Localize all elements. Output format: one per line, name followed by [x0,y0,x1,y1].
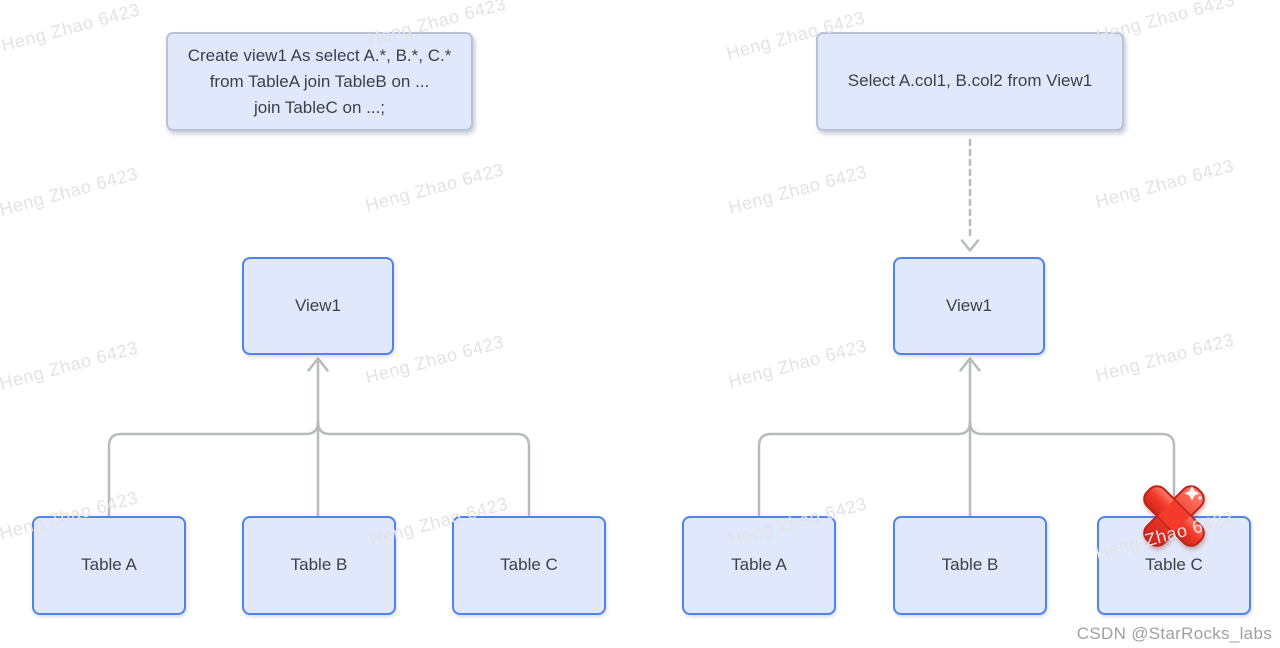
right-up-arrowhead [959,357,981,372]
left-tablea-to-view-line [107,420,320,518]
left-view1-label: View1 [295,295,341,315]
right-view1-node: View1 [893,257,1045,355]
right-view1-label: View1 [946,295,992,315]
right-table-b-label: Table B [941,555,999,575]
sql-line-1: Create view1 As select A.*, B.*, C.* [187,45,452,65]
create-view-sql-box: Create view1 As select A.*, B.*, C.* fro… [166,32,473,131]
left-table-b-label: Table B [290,555,348,575]
select-query-text: Select A.col1, B.col2 from View1 [847,71,1093,91]
create-view-sql-text: Create view1 As select A.*, B.*, C.* fro… [188,43,452,121]
right-tablea-to-view-line [757,420,972,518]
right-tablec-to-view-line [968,420,1176,518]
left-table-a-label: Table A [81,555,137,575]
right-table-c-label: Table C [1145,555,1203,575]
sql-line-3: join TableC on ...; [253,97,386,117]
left-table-a-node: Table A [32,516,186,615]
left-table-b-node: Table B [242,516,396,615]
right-table-b-node: Table B [893,516,1047,615]
left-up-arrowhead [307,357,329,372]
left-table-c-node: Table C [452,516,606,615]
sql-line-2: from TableA join TableB on ... [209,71,430,91]
left-table-c-label: Table C [500,555,558,575]
select-query-box: Select A.col1, B.col2 from View1 [816,32,1124,131]
right-table-a-node: Table A [682,516,836,615]
right-down-arrowhead [960,239,980,252]
right-table-a-label: Table A [731,555,787,575]
left-view1-node: View1 [242,257,394,355]
csdn-credit: CSDN @StarRocks_labs [1076,624,1272,643]
red-cross-icon [1143,485,1205,547]
left-tablec-to-view-line [316,420,531,518]
